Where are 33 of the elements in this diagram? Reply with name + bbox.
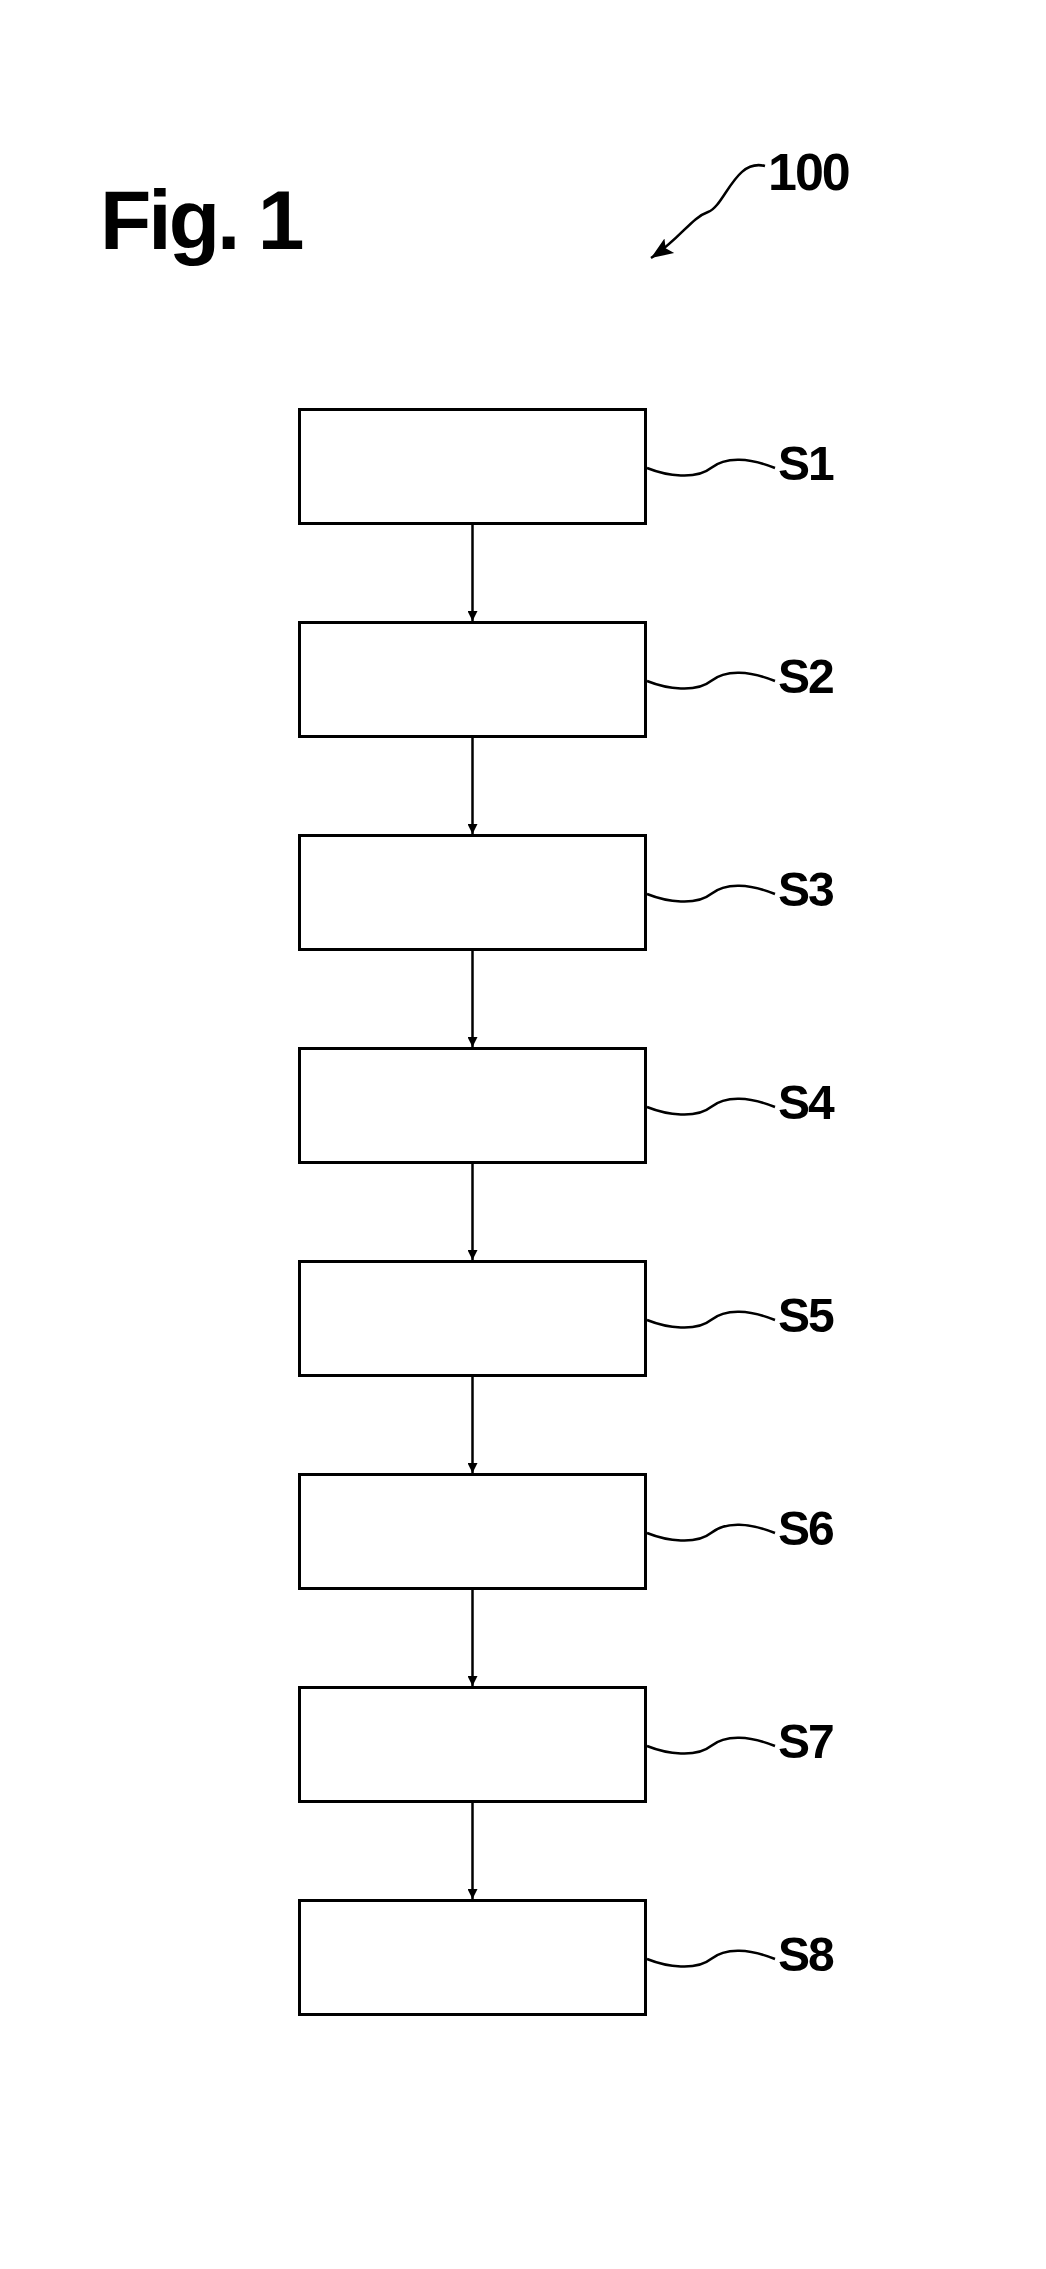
leader-line [646,1310,776,1329]
reference-numeral: S2 [778,653,833,701]
reference-numeral: S7 [778,1718,833,1766]
leader-line [646,1523,776,1542]
arrow [467,1590,478,1686]
step-box [298,1686,647,1803]
step-box [298,1473,647,1590]
leader-line [646,884,776,903]
leader-line [646,671,776,690]
reference-numeral: S4 [778,1079,833,1127]
step-box [298,834,647,951]
step-box [298,1899,647,2016]
arrow [467,1164,478,1260]
step-box [298,1047,647,1164]
leader-line [646,458,776,477]
reference-numeral: 100 [768,146,849,198]
arrow [467,1803,478,1899]
step-box [298,1260,647,1377]
reference-numeral: S6 [778,1505,833,1553]
arrow [467,1377,478,1473]
leader-line [646,1097,776,1116]
reference-numeral: S8 [778,1931,833,1979]
reference-numeral: S3 [778,866,833,914]
step-box [298,408,647,525]
reference-numeral: S1 [778,440,833,488]
arrow [467,738,478,834]
arrow [467,951,478,1047]
arrow [467,525,478,621]
leader-line [646,1736,776,1755]
reference-numeral: S5 [778,1292,833,1340]
step-box [298,621,647,738]
leader-line [646,1949,776,1968]
arrow [650,164,766,260]
